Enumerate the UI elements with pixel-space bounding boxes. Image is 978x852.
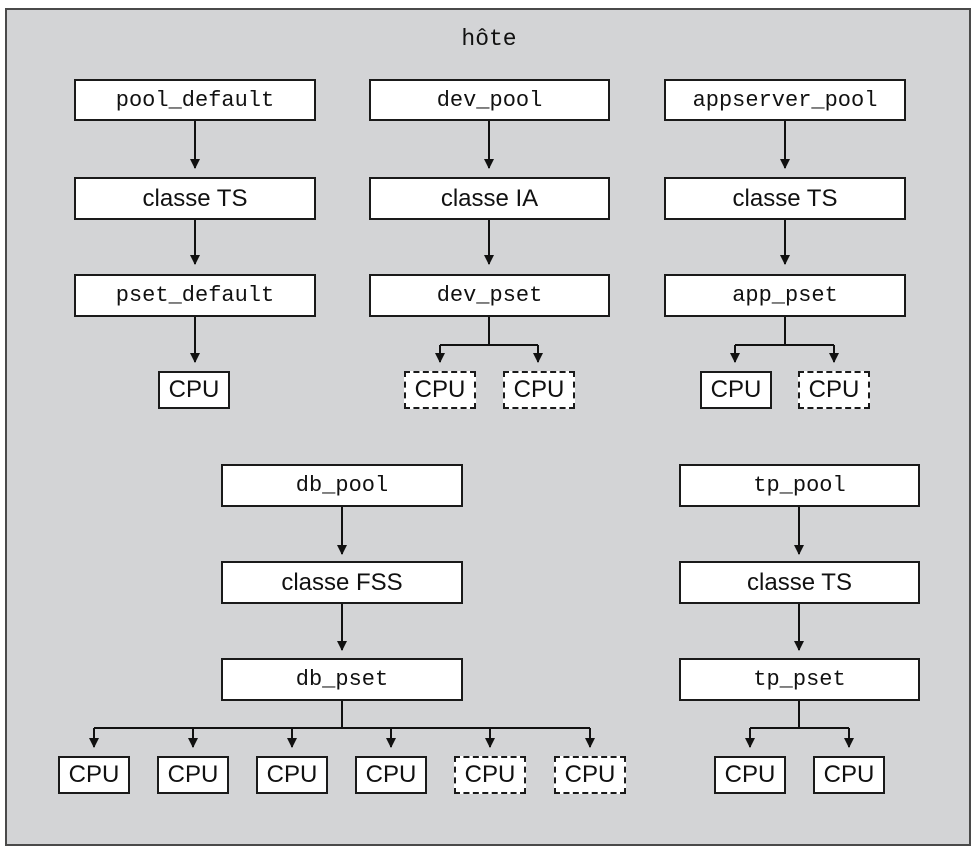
pool-box-tp-pool: tp_pool [679,464,920,507]
cpu-label: CPU [564,761,616,788]
pset-box-appserver-pool: app_pset [664,274,906,317]
host-label: hôte [461,26,517,52]
pset-label: app_pset [732,283,838,308]
pool-box-db-pool: db_pool [221,464,463,507]
class-box-dev-pool: classe IA [369,177,610,220]
class-box-appserver-pool: classe TS [664,177,906,220]
class-label: classe TS [747,568,852,596]
pset-box-pool-default: pset_default [74,274,316,317]
pool-label: appserver_pool [692,87,878,113]
cpu-box-dynamic: CPU [554,756,626,794]
class-box-tp-pool: classe TS [679,561,920,604]
cpu-box: CPU [355,756,427,794]
pset-label: pset_default [115,283,275,308]
class-box-db-pool: classe FSS [221,561,463,604]
class-label: classe TS [732,184,838,212]
pset-box-dev-pool: dev_pset [369,274,610,317]
cpu-box-dynamic: CPU [454,756,526,794]
cpu-box: CPU [813,756,885,794]
cpu-box: CPU [700,371,772,409]
pset-box-tp-pool: tp_pset [679,658,920,701]
pset-label: dev_pset [436,283,543,308]
pset-label: db_pset [295,667,389,692]
cpu-box-dynamic: CPU [404,371,476,409]
cpu-box-dynamic: CPU [798,371,870,409]
cpu-label: CPU [414,376,466,403]
pool-label: pool_default [115,87,275,113]
pset-box-db-pool: db_pset [221,658,463,701]
cpu-box-dynamic: CPU [503,371,575,409]
cpu-label: CPU [808,376,860,403]
cpu-label: CPU [823,761,875,788]
class-box-pool-default: classe TS [74,177,316,220]
cpu-label: CPU [464,761,516,788]
pool-box-appserver-pool: appserver_pool [664,79,906,121]
cpu-label: CPU [710,376,762,403]
cpu-box: CPU [58,756,130,794]
cpu-box: CPU [158,371,230,409]
class-label: classe IA [440,184,539,212]
cpu-box: CPU [714,756,786,794]
cpu-label: CPU [266,761,318,788]
class-label: classe FSS [281,568,403,596]
cpu-label: CPU [365,761,417,788]
pool-box-pool-default: pool_default [74,79,316,121]
pool-label: tp_pool [753,473,846,498]
cpu-label: CPU [724,761,776,788]
pool-box-dev-pool: dev_pool [369,79,610,121]
pool-label: dev_pool [436,87,543,113]
pset-label: tp_pset [753,667,846,692]
cpu-box: CPU [157,756,229,794]
cpu-label: CPU [168,376,220,403]
cpu-label: CPU [68,761,120,788]
cpu-label: CPU [513,376,565,403]
class-label: classe TS [142,184,248,212]
cpu-label: CPU [167,761,219,788]
pool-label: db_pool [295,473,389,498]
cpu-box: CPU [256,756,328,794]
